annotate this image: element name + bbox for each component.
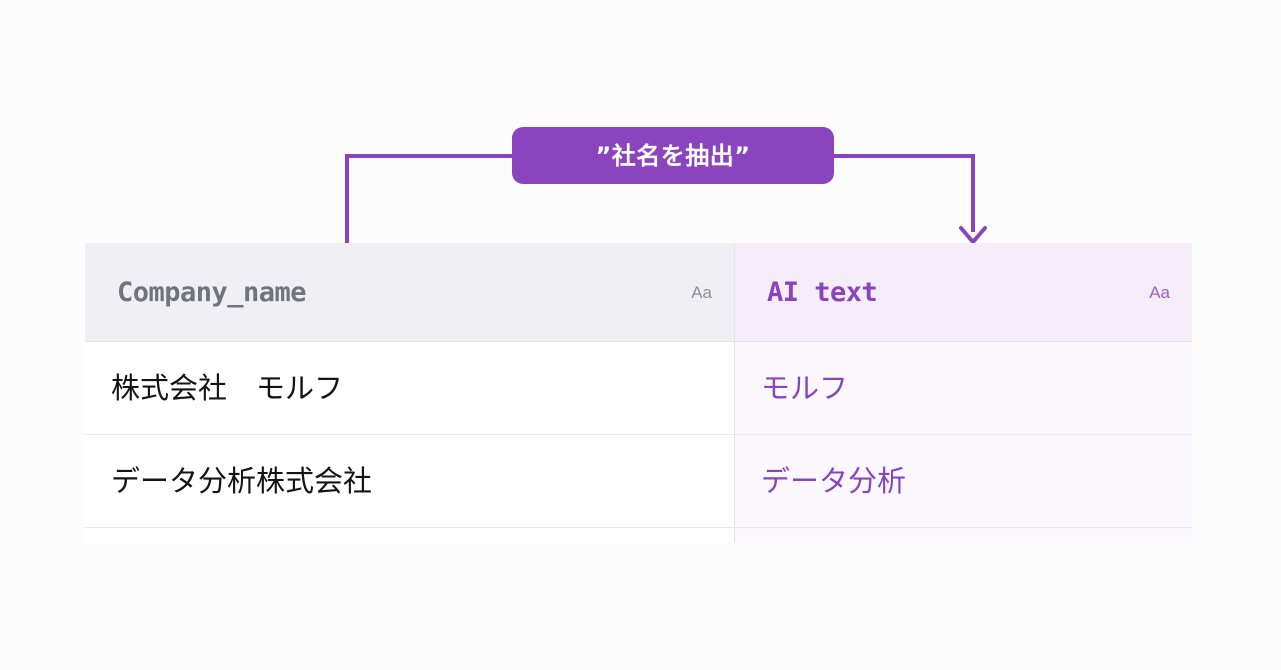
cell-ai-text[interactable]: データ分析: [735, 435, 1192, 528]
cell-company-name[interactable]: [85, 528, 735, 543]
column-header-company-name[interactable]: Company_name Aa: [85, 243, 735, 342]
column-header-ai-text[interactable]: AI text Aa: [735, 243, 1192, 342]
cell-company-name[interactable]: 株式会社 モルフ: [85, 342, 735, 435]
connector-left-path: [345, 154, 512, 244]
connector-right-path: [834, 154, 975, 232]
text-type-icon: Aa: [691, 282, 712, 302]
data-table: Company_name Aa AI text Aa 株式会社 モルフ モルフ …: [85, 243, 1192, 543]
column-header-label: AI text: [767, 276, 878, 308]
prompt-badge-label: ”社名を抽出”: [595, 141, 751, 170]
connector-arrowhead-icon: [959, 226, 987, 244]
cell-company-name[interactable]: データ分析株式会社: [85, 435, 735, 528]
table-row: 株式会社 モルフ モルフ: [85, 342, 1192, 435]
cell-ai-text[interactable]: モルフ: [735, 342, 1192, 435]
table-header-row: Company_name Aa AI text Aa: [85, 243, 1192, 342]
table-row: データ分析株式会社 データ分析: [85, 435, 1192, 528]
text-type-icon: Aa: [1149, 282, 1170, 302]
column-header-label: Company_name: [117, 276, 307, 308]
prompt-badge[interactable]: ”社名を抽出”: [512, 127, 834, 184]
cell-value: 株式会社 モルフ: [111, 370, 344, 405]
cell-value: モルフ: [761, 370, 849, 405]
cell-value: データ分析: [761, 463, 907, 498]
cell-value: データ分析株式会社: [111, 463, 373, 498]
table-row: [85, 528, 1192, 543]
cell-ai-text[interactable]: [735, 528, 1192, 543]
